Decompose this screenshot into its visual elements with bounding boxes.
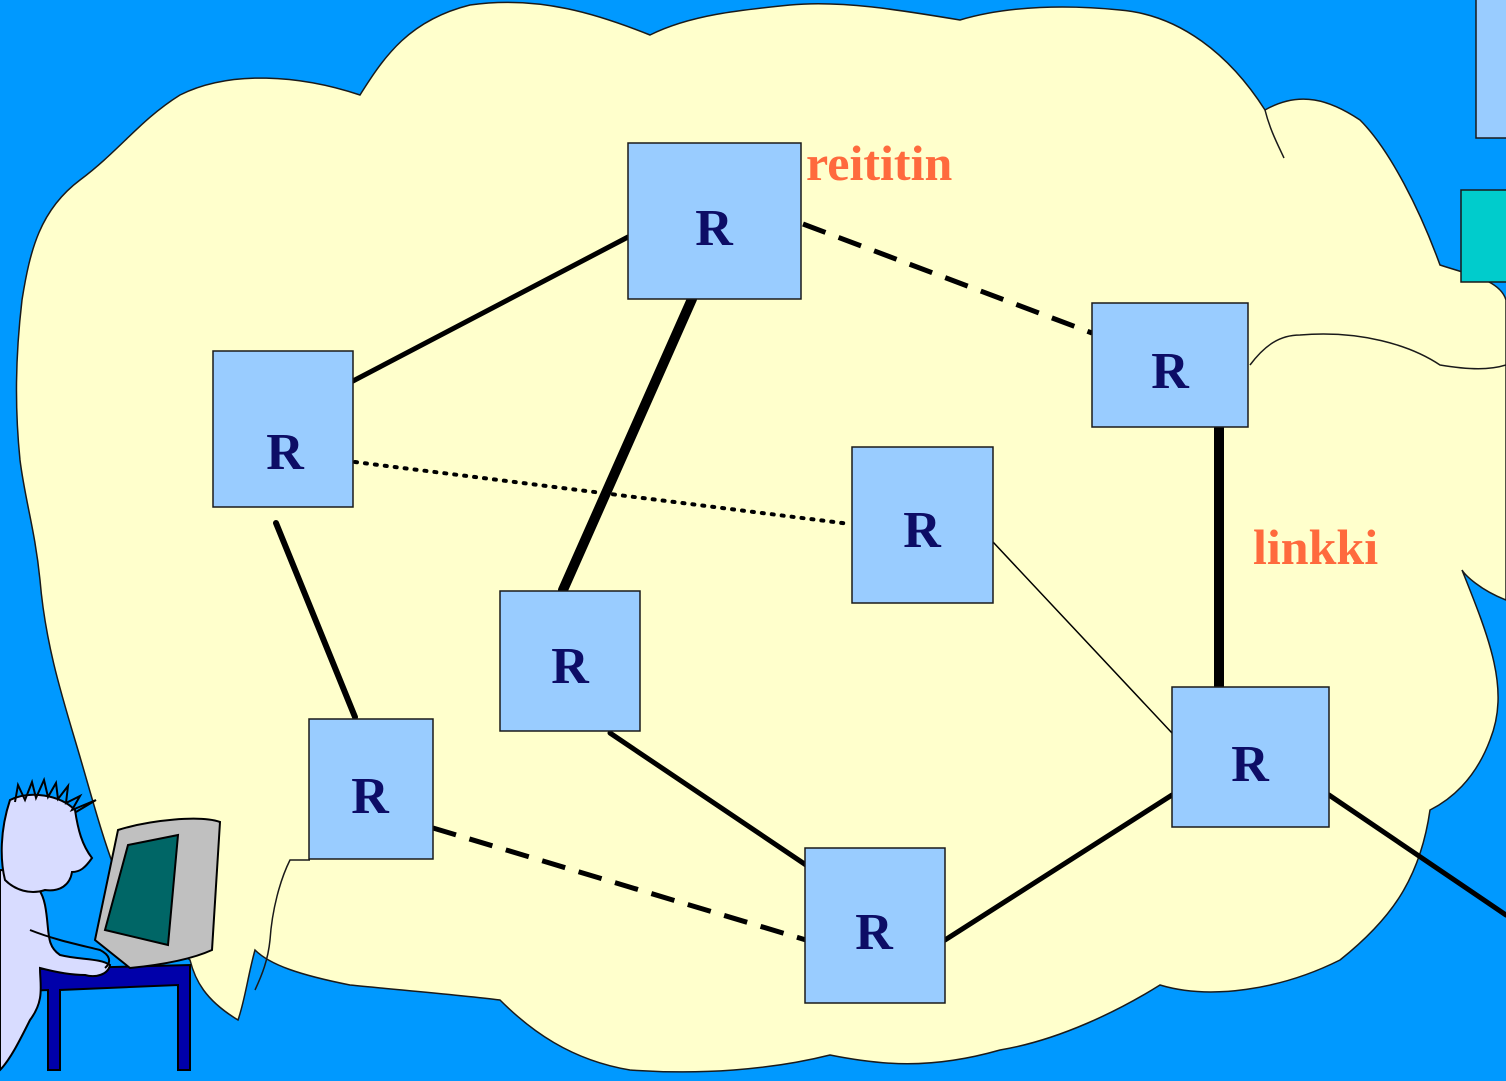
links [273,221,1506,943]
offscreen-box-top [1475,0,1506,139]
link-top-middle-left [558,294,697,595]
router-left: R [212,350,354,508]
router-right-upper: R [1091,302,1249,428]
router-label: R [551,638,590,695]
link-center-right-lower [992,541,1173,734]
link-right-lower-offscreen [1326,792,1506,918]
router-right-lower: R [1171,686,1330,828]
router-bottom-left: R [308,718,434,860]
router-center: R [851,446,994,604]
person-body-icon [0,868,112,1072]
router-label: R [855,904,894,961]
link-bottom-center-right-lower [942,792,1175,943]
monitor-screen-icon [103,833,180,947]
link-middle-left-bottom-center [607,730,809,868]
person-hair-icon [14,776,97,813]
offscreen-box-teal [1460,189,1506,283]
router-top: R [627,142,802,300]
cloud-contour-top [1264,109,1285,159]
router-label: R [695,200,734,257]
cloud-contour-right [1249,333,1506,370]
link-top-right-upper [802,221,1093,336]
link-left-bottom-left [273,520,358,720]
link-top-left [350,234,631,384]
router-label: R [266,424,305,481]
router-label: R [1231,736,1270,793]
router-label: R [1151,343,1190,400]
person-arm-icon [29,929,111,969]
router-middle-left: R [499,590,641,732]
router-label: R [351,768,390,825]
person-at-computer-icon [0,776,222,1072]
link-left-center [353,460,852,526]
link-callout-label: linkki [1253,519,1378,575]
cloud-contour-left [254,859,310,991]
router-bottom-center: R [804,847,946,1004]
router-label: R [903,502,942,559]
router-callout-label: reititin [806,135,952,191]
person-head-icon [0,793,94,893]
link-bottom-left-bottom-center [432,825,807,943]
